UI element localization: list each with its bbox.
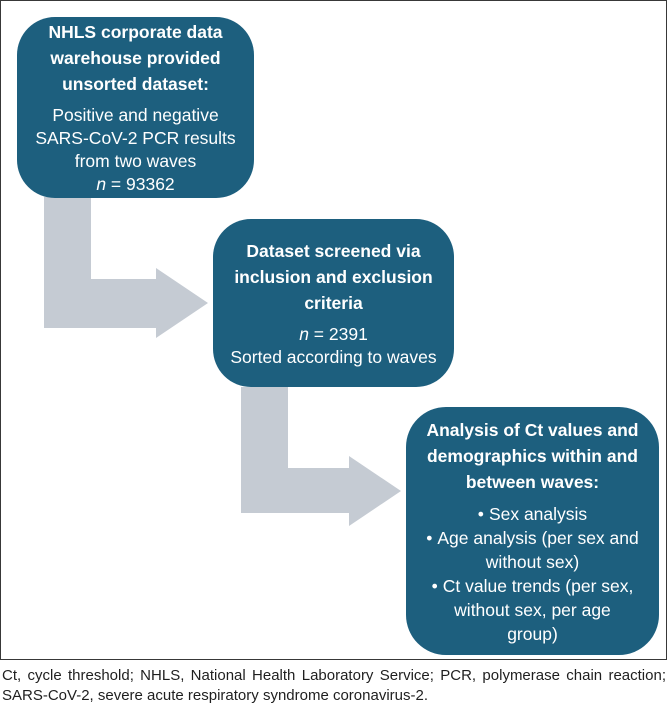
bullet-list: •Sex analysis •Age analysis (per sex and… — [426, 502, 639, 646]
bullet-icon: • — [431, 575, 438, 596]
figure-frame: NHLS corporate data warehouse provided u… — [0, 0, 667, 660]
arrow-box1-to-box2-icon — [44, 197, 208, 338]
sample-size-symbol: n — [299, 323, 309, 344]
box-body: Sorted according to waves — [230, 346, 437, 367]
figure-caption: Ct, cycle threshold; NHLS, National Heal… — [2, 667, 666, 704]
flow-box-unsorted-dataset: NHLS corporate data warehouse provided u… — [17, 17, 254, 198]
bullet-icon: • — [426, 527, 433, 548]
box-heading: Analysis of Ct values and demographics w… — [426, 419, 639, 492]
flow-box-analysis: Analysis of Ct values and demographics w… — [406, 407, 659, 655]
bullet-item: •Ct value trends (per sex, without sex, … — [426, 574, 639, 646]
bullet-label: Ct value trends (per sex, without sex, p… — [442, 575, 634, 644]
sample-size-symbol: n — [96, 174, 107, 194]
sample-size-value: = 2391 — [308, 323, 368, 344]
box-body-group: Positive and negative SARS-CoV-2 PCR res… — [35, 104, 235, 196]
flow-box-screened-dataset: Dataset screened via inclusion and exclu… — [213, 219, 454, 387]
arrow-box2-to-box3-icon — [241, 387, 401, 526]
bullet-label: Sex analysis — [488, 503, 588, 524]
bullet-item: •Age analysis (per sex and without sex) — [426, 526, 639, 574]
box-body-group: n = 2391 Sorted according to waves — [230, 323, 436, 369]
sample-size-value: = 93362 — [106, 174, 175, 194]
bullet-icon: • — [477, 503, 484, 524]
bullet-item: •Sex analysis — [426, 502, 639, 526]
box-body: Positive and negative SARS-CoV-2 PCR res… — [35, 105, 236, 171]
box-heading: Dataset screened via inclusion and exclu… — [234, 240, 433, 313]
sample-size: n = 2391 — [230, 323, 436, 346]
bullet-label: Age analysis (per sex and without sex) — [437, 527, 639, 572]
box-heading: NHLS corporate data warehouse provided u… — [48, 22, 223, 94]
sample-size: n = 93362 — [35, 173, 235, 196]
